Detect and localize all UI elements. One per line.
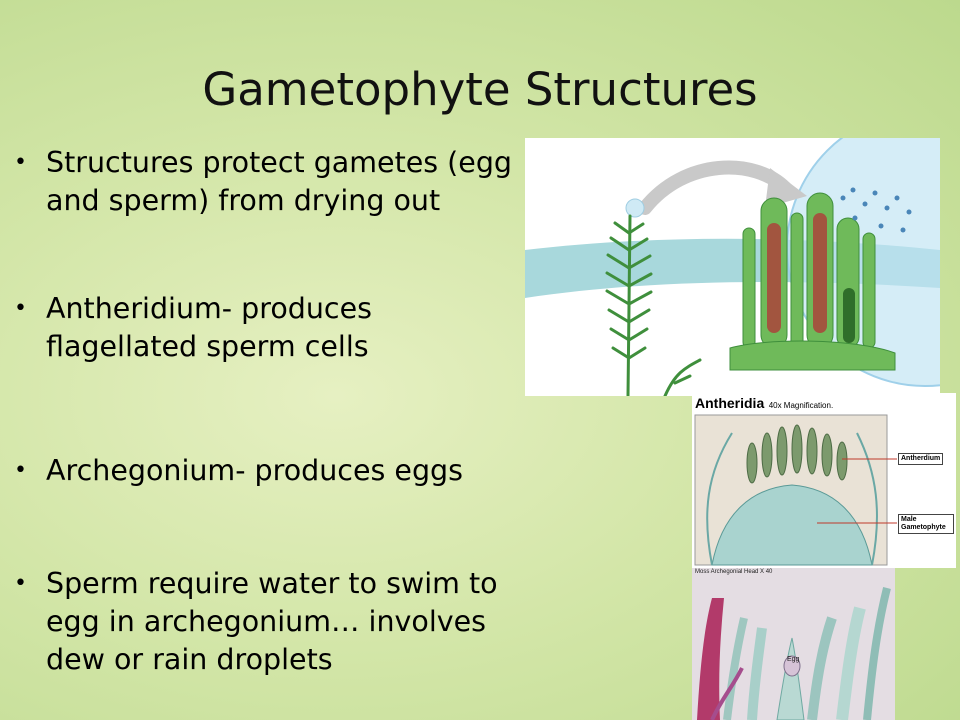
bullet-line: egg in archegonium… involves <box>46 605 486 638</box>
male-gametophyte-label: Male Gametophyte <box>898 514 954 534</box>
micrograph-caption: Antheridia 40x Magnification. <box>695 395 833 413</box>
slide-title: Gametophyte Structures <box>202 63 758 116</box>
bullet-text: Antheridium- produces flagellated sperm … <box>46 290 372 366</box>
bullet-line: dew or rain droplets <box>46 643 333 676</box>
bullet-line: flagellated sperm cells <box>46 330 369 363</box>
bullet-text: Structures protect gametes (egg and sper… <box>46 144 512 220</box>
bullet-dot: • <box>14 571 27 596</box>
micrograph-title: Antheridia <box>695 395 765 411</box>
bullet-dot: • <box>14 458 27 483</box>
archegonia-micrograph: Moss Archegonial Head X 40 Egg <box>692 568 895 720</box>
bullet-line: Structures protect gametes (egg <box>46 146 513 179</box>
micrograph-caption: Moss Archegonial Head X 40 <box>695 569 773 575</box>
bullet-line: Archegonium- produces eggs <box>46 454 463 487</box>
bullet-line: and sperm) from drying out <box>46 184 441 217</box>
bullet-line: Antheridium- produces <box>46 292 372 325</box>
egg-label: Egg <box>787 656 800 663</box>
bullet-dot: • <box>14 150 27 175</box>
bullet-line: Sperm require water to swim to <box>46 567 498 600</box>
bullet-dot: • <box>14 296 27 321</box>
micrograph-magnification: 40x Magnification. <box>768 401 834 410</box>
antheridia-micrograph: Antheridia 40x Magnification. Antherdi <box>692 393 956 568</box>
illustration-graphic <box>525 138 940 396</box>
micrograph-graphic <box>694 414 897 566</box>
moss-antheridium-illustration <box>525 138 940 396</box>
micrograph-graphic <box>692 568 895 720</box>
bullet-text: Sperm require water to swim to egg in ar… <box>46 565 498 679</box>
bullet-text: Archegonium- produces eggs <box>46 452 463 490</box>
antheridium-label: Antherdium <box>898 453 944 465</box>
